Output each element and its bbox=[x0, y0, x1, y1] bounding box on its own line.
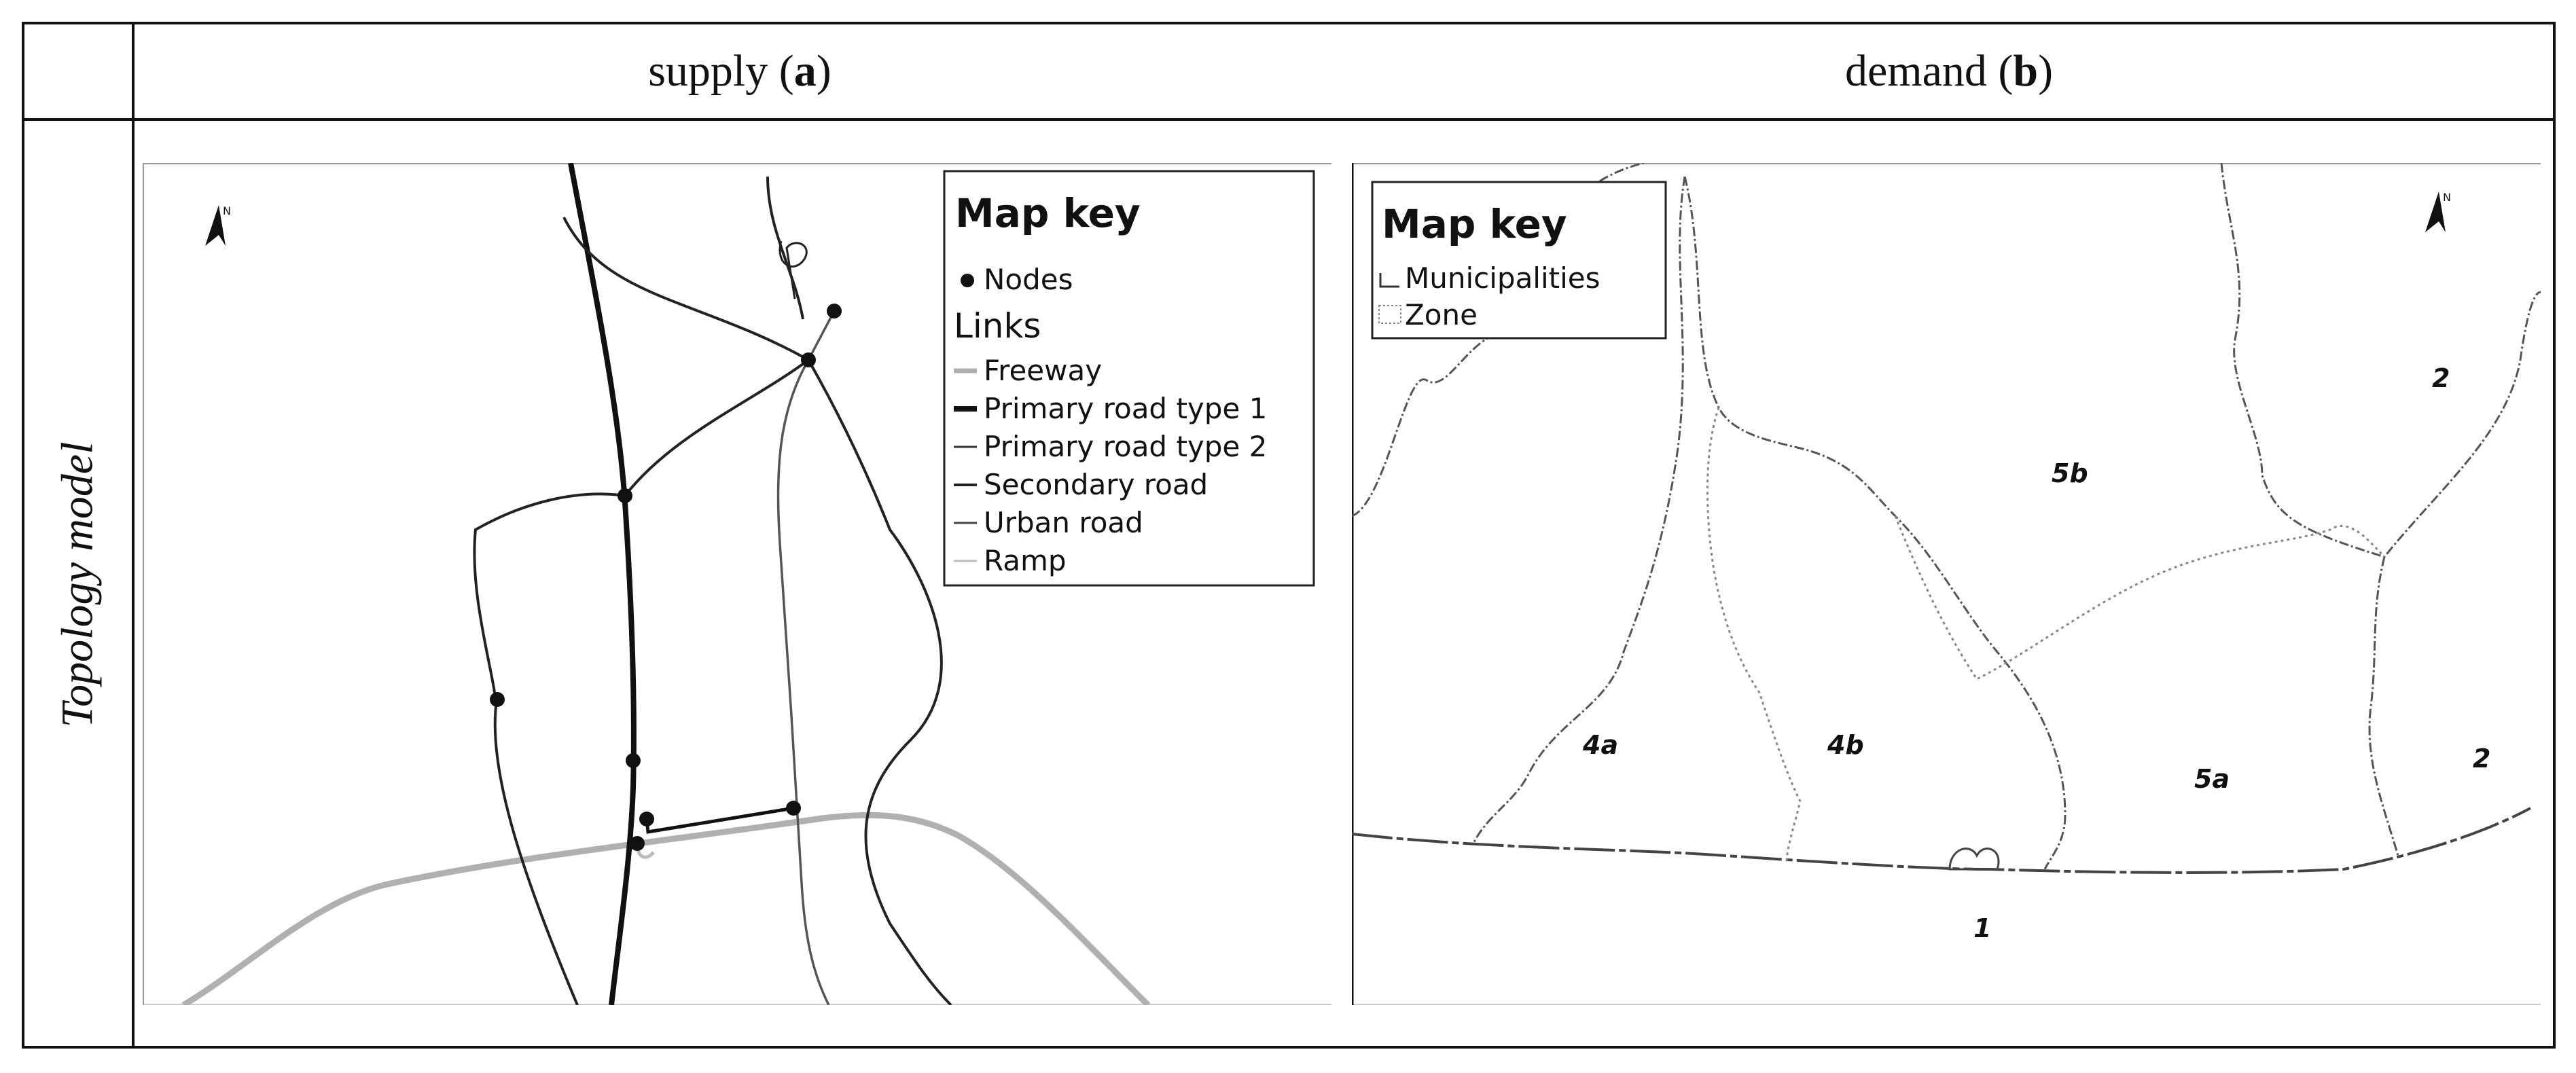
supply-north-arrow-icon: N bbox=[205, 204, 231, 246]
header-demand-letter: b bbox=[2013, 46, 2039, 96]
secondary-road-line-3 bbox=[473, 492, 626, 1005]
node-3 bbox=[618, 488, 632, 503]
supply-key-title: Map key bbox=[955, 190, 1141, 236]
primary-road-1-line bbox=[568, 163, 637, 1005]
coastline bbox=[1352, 807, 2531, 874]
supply-legend: Map key Nodes Links Freeway Primary road… bbox=[943, 170, 1315, 587]
legend-zone-swatch bbox=[1378, 305, 1401, 324]
secondary-road-line-4 bbox=[807, 359, 952, 1005]
header-demand-text: demand ( bbox=[1844, 46, 2014, 96]
header-supply-letter: a bbox=[793, 46, 817, 96]
supply-north-label: N bbox=[223, 204, 231, 217]
node-6 bbox=[639, 812, 654, 826]
node-7 bbox=[786, 801, 801, 816]
legend-nodes-label: Nodes bbox=[984, 263, 1073, 296]
demand-key-title: Map key bbox=[1382, 201, 1567, 247]
zone-boundary-1 bbox=[1706, 407, 1802, 863]
header-demand: demand (b) bbox=[1345, 24, 2553, 118]
legend-zone-label: Zone bbox=[1405, 298, 1478, 331]
secondary-road-line-1 bbox=[562, 217, 809, 361]
legend-freeway-label: Freeway bbox=[984, 354, 1102, 387]
demand-north-label: N bbox=[2443, 191, 2451, 204]
legend-node-icon bbox=[961, 274, 974, 287]
legend-ramp-label: Ramp bbox=[984, 544, 1067, 577]
legend-urban-label: Urban road bbox=[984, 506, 1143, 539]
secondary-road-line-2 bbox=[624, 359, 810, 497]
primary-road-2-line bbox=[776, 310, 836, 1005]
table-column-divider bbox=[132, 22, 135, 1049]
zone-label-5a: 5a bbox=[2194, 764, 2230, 794]
node-1 bbox=[827, 304, 842, 319]
demand-map: 2 5b 4a 4b 5a 2 1 N Map key Municipaliti… bbox=[1352, 163, 2541, 1005]
supply-map: N Map key Nodes Links Freeway Primary ro… bbox=[143, 163, 1331, 1005]
zone-label-4a: 4a bbox=[1582, 730, 1618, 760]
municipality-boundary-3 bbox=[1683, 176, 2067, 870]
header-supply: supply (a) bbox=[135, 24, 1345, 118]
zone-boundary-2 bbox=[1894, 515, 2386, 680]
freeway-line bbox=[181, 812, 1151, 1005]
river-hook bbox=[779, 240, 808, 299]
municipality-boundary-5 bbox=[2368, 556, 2399, 856]
header-supply-close: ) bbox=[816, 46, 831, 96]
zone-label-2-east: 2 bbox=[2473, 744, 2490, 774]
zone-label-1: 1 bbox=[1973, 913, 1991, 943]
demand-north-arrow-icon: N bbox=[2425, 191, 2451, 232]
node-2 bbox=[801, 352, 816, 367]
legend-links-heading: Links bbox=[954, 306, 1041, 346]
legend-primary-1-label: Primary road type 1 bbox=[984, 392, 1267, 425]
node-5 bbox=[626, 753, 641, 768]
zone-label-2-north: 2 bbox=[2432, 363, 2450, 393]
row-label-cell: Topology model bbox=[27, 121, 129, 1049]
legend-municipality-label: Municipalities bbox=[1405, 261, 1600, 295]
node-4 bbox=[490, 692, 505, 707]
municipality-boundary-4 bbox=[2220, 163, 2541, 558]
table-frame bbox=[22, 22, 2556, 1049]
municipality-boundary-2 bbox=[1473, 176, 1686, 843]
table-row-divider bbox=[22, 118, 2556, 121]
secondary-road-line-5 bbox=[766, 176, 804, 320]
zone-label-4b: 4b bbox=[1827, 730, 1864, 760]
row-label: Topology model bbox=[53, 441, 103, 728]
legend-secondary-label: Secondary road bbox=[984, 468, 1208, 501]
header-demand-close: ) bbox=[2038, 46, 2054, 96]
demand-legend: Map key Municipalities Zone bbox=[1371, 181, 1667, 340]
legend-municipality-swatch bbox=[1379, 273, 1399, 288]
header-supply-text: supply ( bbox=[648, 46, 794, 96]
legend-primary-2-label: Primary road type 2 bbox=[984, 430, 1267, 463]
zone-label-5b: 5b bbox=[2052, 458, 2088, 488]
node-8 bbox=[630, 836, 645, 851]
harbour-outline bbox=[1948, 848, 2000, 871]
